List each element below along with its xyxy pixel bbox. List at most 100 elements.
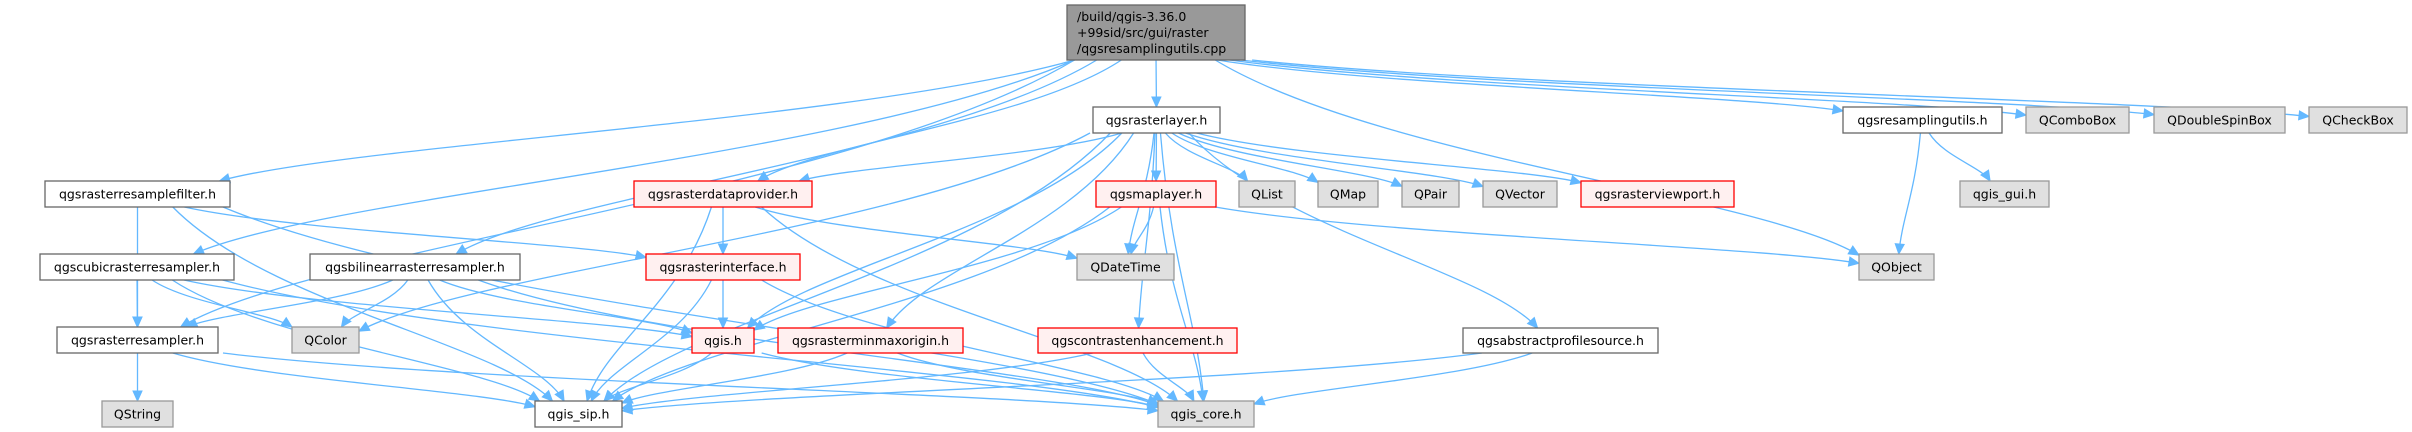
node-QComboBox: QComboBox bbox=[2025, 106, 2130, 134]
edge-qgscontrastenhancement-to-qgis_sip bbox=[621, 352, 1093, 409]
node-root[interactable]: /build/qgis-3.36.0+99sid/src/gui/raster/… bbox=[1066, 4, 1246, 61]
node-QPair: QPair bbox=[1401, 180, 1460, 208]
node-qgsrasterinterface[interactable]: qgsrasterinterface.h bbox=[645, 253, 801, 281]
node-label: /build/qgis-3.36.0 bbox=[1077, 9, 1186, 24]
node-box bbox=[1037, 327, 1238, 354]
node-label: qgsmaplayer.h bbox=[1110, 187, 1202, 202]
edge-qgsrasterresamplefilter-to-qgis_core bbox=[222, 206, 1159, 405]
arrowhead-qgsrasterdataprovider-to-qgsrasterinterface bbox=[717, 243, 729, 256]
edge-qgsmaplayer-to-QObject bbox=[1215, 206, 1860, 264]
arrowhead-qgsabstractprofilesource-to-qgis_core bbox=[1252, 395, 1266, 406]
arrowhead-qgscubicrasterresampler-to-qgis_sip bbox=[527, 390, 541, 402]
node-qgsrasterdataprovider[interactable]: qgsrasterdataprovider.h bbox=[633, 180, 813, 208]
arrowhead-qgsmaplayer-to-qgis_core bbox=[1196, 389, 1208, 403]
node-label: qgsrasterinterface.h bbox=[659, 260, 786, 275]
edge-qgsbilinearrasterresampler-to-qgis_sip bbox=[427, 279, 565, 402]
edge-qgsrasterlayer-to-QVector bbox=[1185, 132, 1484, 188]
node-label: qgsbilinearrasterresampler.h bbox=[325, 260, 505, 275]
arrowhead-root-to-QObject bbox=[1847, 245, 1861, 256]
node-label: QDateTime bbox=[1090, 260, 1161, 275]
node-box bbox=[534, 400, 623, 428]
edge-root-to-qgsrasterresamplefilter bbox=[219, 59, 1075, 182]
arrowhead-qgsrasterresamplefilter-to-qgis_sip bbox=[541, 389, 554, 402]
node-box bbox=[1095, 180, 1217, 208]
nodes-layer: /build/qgis-3.36.0+99sid/src/gui/raster/… bbox=[39, 4, 2408, 428]
node-box bbox=[1462, 327, 1659, 354]
node-qgis_core: qgis_core.h bbox=[1157, 400, 1255, 428]
arrowhead-qgsrasterinterface-to-qgis bbox=[717, 317, 729, 330]
edge-qgsrasterresampler-to-qgis_sip bbox=[172, 352, 536, 408]
arrowhead-root-to-qgscubicrasterresampler bbox=[192, 244, 206, 255]
arrowhead-root-to-qgsrasterlayer bbox=[1151, 96, 1162, 109]
node-qgsrasterlayer[interactable]: qgsrasterlayer.h bbox=[1092, 106, 1221, 134]
node-qgsbilinearrasterresampler[interactable]: qgsbilinearrasterresampler.h bbox=[309, 253, 521, 281]
arrowhead-qgsrasterdataprovider-to-qgis_core bbox=[1166, 389, 1179, 402]
edge-qgsrasterlayer-to-QMap bbox=[1171, 132, 1319, 183]
edge-qgsrasterlayer-to-qgis bbox=[747, 132, 1123, 329]
edge-qgsmaplayer-to-qgis_core bbox=[1159, 206, 1204, 402]
node-qgsrasterviewport[interactable]: qgsrasterviewport.h bbox=[1580, 180, 1735, 208]
node-box bbox=[1076, 253, 1175, 281]
node-label: qgis_core.h bbox=[1170, 407, 1241, 422]
node-qgis_sip[interactable]: qgis_sip.h bbox=[534, 400, 623, 428]
node-qgsmaplayer[interactable]: qgsmaplayer.h bbox=[1095, 180, 1217, 208]
edge-qgsrasterlayer-to-qgsabstractprofilesource bbox=[1188, 132, 1539, 329]
edge-root-to-qgsbilinearrasterresampler bbox=[455, 59, 1098, 255]
node-qgscubicrasterresampler[interactable]: qgscubicrasterresampler.h bbox=[39, 253, 235, 281]
node-label: qgis_gui.h bbox=[1973, 187, 2036, 202]
arrowhead-root-to-QCheckBox bbox=[2297, 110, 2311, 121]
edge-qgsresamplingutils-to-qgis_gui bbox=[1928, 132, 1991, 182]
node-box bbox=[1317, 180, 1379, 208]
node-label: QDoubleSpinBox bbox=[2167, 113, 2272, 128]
node-box bbox=[56, 326, 219, 354]
edge-qgsrasterlayer-to-qgsrasterviewport bbox=[1196, 132, 1582, 184]
node-label: qgsabstractprofilesource.h bbox=[1477, 333, 1644, 348]
arrowhead-qgsresamplingutils-to-qgis_gui bbox=[1980, 169, 1991, 183]
node-label: qgscontrastenhancement.h bbox=[1051, 333, 1223, 348]
node-QVector: QVector bbox=[1482, 180, 1558, 208]
edge-qgsrasterresampler-to-qgis_core bbox=[222, 352, 1159, 412]
arrowhead-qgsresamplingutils-to-QObject bbox=[1894, 243, 1905, 256]
node-qgscontrastenhancement[interactable]: qgscontrastenhancement.h bbox=[1037, 327, 1238, 354]
node-label: QPair bbox=[1414, 187, 1448, 202]
node-box bbox=[633, 180, 813, 208]
edge-root-to-qgsrasterresampler bbox=[180, 59, 1075, 328]
edge-root-to-QCheckBox bbox=[1252, 59, 2310, 118]
edge-qgsbilinearrasterresampler-to-qgis bbox=[439, 279, 693, 334]
node-box bbox=[1401, 180, 1460, 208]
node-label: QString bbox=[114, 407, 161, 422]
arrowhead-root-to-qgsresamplingutils bbox=[1831, 104, 1845, 115]
node-box bbox=[291, 326, 360, 354]
arrowhead-qgsrasterminmaxorigin-to-qgis_core bbox=[1146, 394, 1160, 405]
node-qgsrasterminmaxorigin[interactable]: qgsrasterminmaxorigin.h bbox=[777, 327, 964, 354]
node-QString: QString bbox=[101, 400, 174, 428]
arrowhead-qgsbilinearrasterresampler-to-QColor bbox=[340, 315, 352, 328]
node-qgsrasterresampler[interactable]: qgsrasterresampler.h bbox=[56, 326, 219, 354]
arrowhead-qgsrasterlayer-to-qgscontrastenhancement bbox=[1133, 317, 1145, 330]
node-label: QObject bbox=[1871, 260, 1922, 275]
node-box bbox=[1482, 180, 1558, 208]
arrowhead-root-to-qgsbilinearrasterresampler bbox=[455, 244, 468, 255]
edge-qgsrasterinterface-to-qgis_sip bbox=[590, 279, 713, 402]
node-qgsabstractprofilesource[interactable]: qgsabstractprofilesource.h bbox=[1462, 327, 1659, 354]
node-qgis[interactable]: qgis.h bbox=[691, 327, 755, 354]
arrowhead-qgscubicrasterresampler-to-qgsrasterresampler bbox=[132, 316, 143, 329]
node-qgsresamplingutils[interactable]: qgsresamplingutils.h bbox=[1842, 106, 2003, 134]
node-label: QColor bbox=[304, 333, 347, 348]
arrowhead-qgsrasterresamplefilter-to-qgsrasterinterface bbox=[634, 250, 648, 261]
node-qgis_gui: qgis_gui.h bbox=[1959, 180, 2050, 208]
arrowhead-qgsabstractprofilesource-to-qgis_sip bbox=[620, 404, 634, 415]
arrowhead-qgis-to-qgis_sip bbox=[603, 390, 616, 402]
arrowhead-qgsbilinearrasterresampler-to-qgis_sip bbox=[554, 389, 565, 403]
arrowhead-root-to-QDoubleSpinBox bbox=[2142, 108, 2156, 119]
node-box bbox=[2153, 106, 2286, 134]
arrowhead-qgscubicrasterresampler-to-QColor bbox=[280, 316, 294, 328]
edge-qgsrasterlayer-to-qgscontrastenhancement bbox=[1137, 132, 1156, 329]
node-qgsrasterresamplefilter[interactable]: qgsrasterresamplefilter.h bbox=[44, 180, 231, 208]
edge-qgsabstractprofilesource-to-qgis_core bbox=[1253, 352, 1533, 405]
node-box bbox=[777, 327, 964, 354]
node-label: qgscubicrasterresampler.h bbox=[54, 260, 220, 275]
arrowhead-qgsrasterlayer-to-qgsrasterminmaxorigin bbox=[886, 316, 897, 330]
node-box bbox=[1157, 400, 1255, 428]
edge-qgsrasterresamplefilter-to-qgis_sip bbox=[172, 206, 553, 402]
